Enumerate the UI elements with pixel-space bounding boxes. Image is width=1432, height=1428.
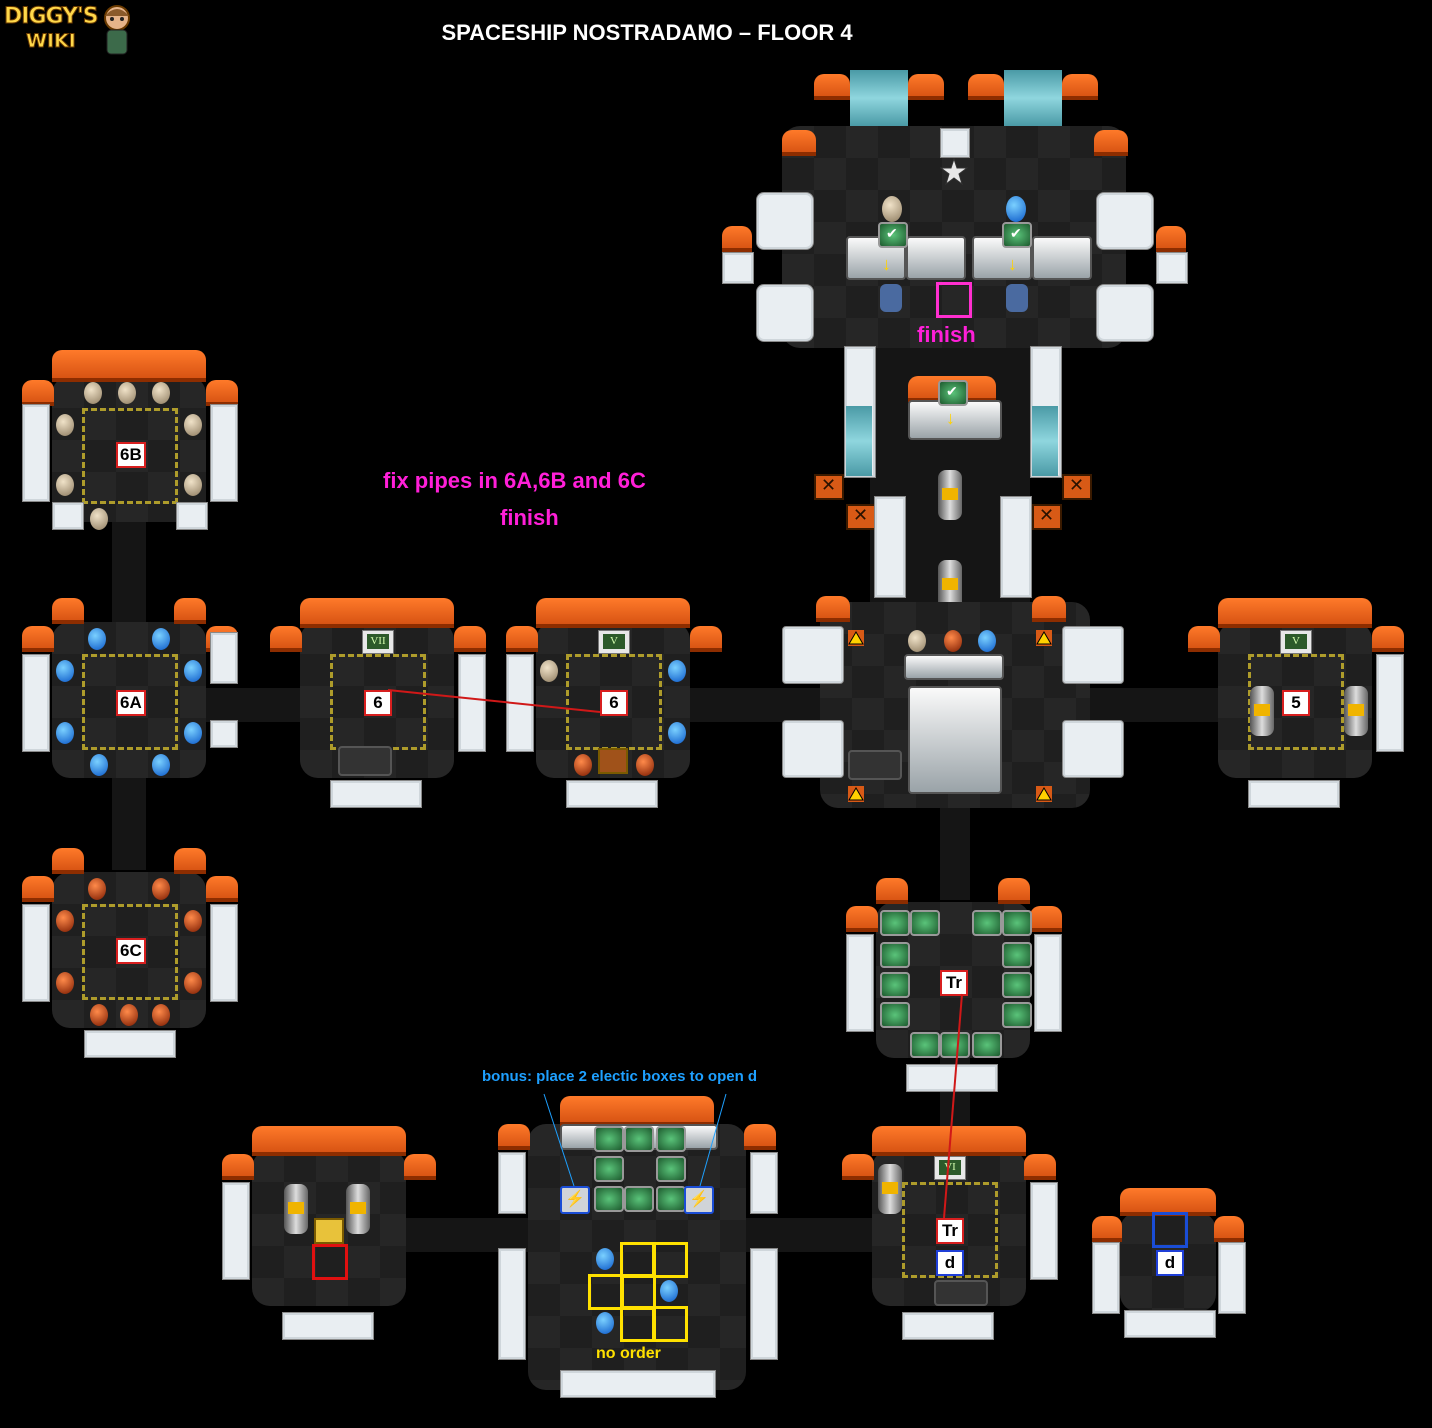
roman-sign-v-left: V [598,630,630,654]
character-crew [1006,284,1028,312]
check-icon: ✔ [878,222,908,248]
room-vii: VII [268,596,486,810]
logo-line2: WIKI [26,30,77,53]
corridor-left-bonus [400,1218,540,1252]
finish-label-top: finish [917,322,976,347]
check-icon: ✔ [1002,222,1032,248]
room-main-center [780,596,1130,810]
corridor-6a-6c [112,770,146,870]
roman-sign-vi: VI [934,1156,966,1180]
check-icon: ✔ [938,380,968,406]
room-label-tr-lower: Tr [936,1218,964,1244]
roman-sign-v-right: V [1280,630,1312,654]
arrow-down-icon: ↓ [882,254,891,274]
corridor-main-tr [940,800,970,900]
room-label-6a: 6A [116,690,146,716]
room-upper-corridor: ✔ ↓ [812,346,1092,646]
warning-icon [848,786,864,802]
room-command-top: ✔ ✔ ↓ ↓ [722,66,1188,348]
room-6b [20,346,238,532]
room-label-5: 5 [1282,690,1310,716]
corridor-6a-vii [200,688,310,722]
warning-icon [848,630,864,646]
room-label-d-right: d [1156,1250,1184,1276]
red-target-box [312,1244,348,1280]
arrow-down-icon: ↓ [946,408,955,428]
arrow-down-icon: ↓ [1008,254,1017,274]
bolt-icon: ⚡ [684,1186,714,1214]
crate-icon [846,504,876,530]
character-crew [880,284,902,312]
finish-label-mid: finish [500,505,559,530]
corridor-bonus-vi [730,1218,890,1252]
corridor-6b-6a [112,520,146,640]
blue-door-box [1152,1212,1188,1248]
crate-icon [1062,474,1092,500]
room-bottom-left [220,1124,436,1340]
room-label-6-left: 6 [364,690,392,716]
logo-line1: DIGGY'S [4,4,100,30]
fix-pipes-note: fix pipes in 6A,6B and 6C [383,468,646,493]
room-label-6b: 6B [116,442,146,468]
room-label-tr-upper: Tr [940,970,968,996]
room-label-6-right: 6 [600,690,628,716]
page-title: SPACESHIP NOSTRADAMO – FLOOR 4 [441,20,853,45]
warning-icon [1036,630,1052,646]
no-order-note: no order [596,1345,661,1362]
diggys-wiki-logo: DIGGY'S WIKI [4,2,144,62]
room-label-d-lower: d [936,1250,964,1276]
room-label-6c: 6C [116,938,146,964]
star-icon [940,158,968,186]
finish-marker [936,282,972,318]
warning-icon [1036,786,1052,802]
bolt-icon: ⚡ [560,1186,590,1214]
crate-icon [1032,504,1062,530]
bonus-note: bonus: place 2 electic boxes to open d [482,1068,758,1085]
roman-sign-vii: VII [362,630,394,654]
crate-icon [814,474,844,500]
diggy-avatar-icon [104,5,130,55]
